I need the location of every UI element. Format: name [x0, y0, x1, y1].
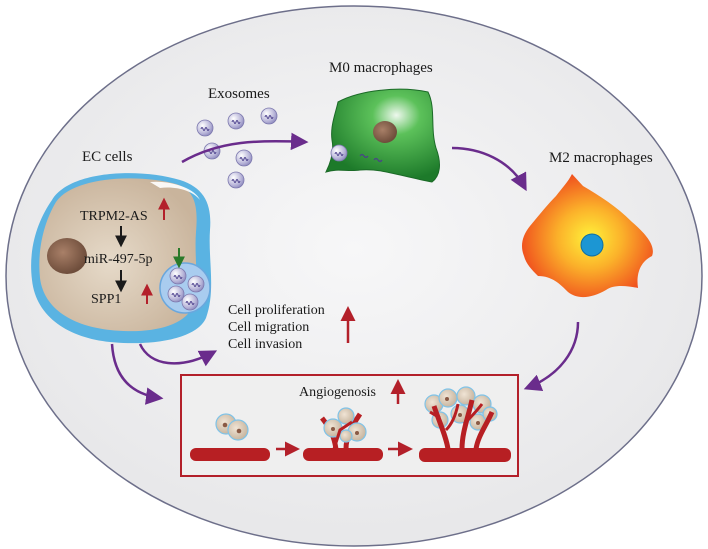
- m2-macrophage: [522, 174, 653, 298]
- mir-label: miR-497-5p: [84, 252, 152, 267]
- ec-cell: [31, 173, 212, 344]
- spp1-label: SPP1: [91, 292, 121, 307]
- m0-nucleus: [373, 121, 397, 143]
- trpm2-label: TRPM2-AS: [80, 209, 148, 224]
- cell-invasion-label: Cell invasion: [228, 337, 302, 352]
- arrow-m0-to-m2: [451, 146, 527, 192]
- cell-migration-label: Cell migration: [228, 320, 309, 335]
- angio-stage-2: [303, 407, 383, 461]
- m0-macrophages-label: M0 macrophages: [329, 60, 433, 76]
- arrow-m2-to-angio: [523, 321, 580, 392]
- angiogenesis-label: Angiogenosis: [299, 385, 376, 400]
- ec-nucleus: [47, 238, 87, 274]
- m2-nucleus: [580, 233, 604, 257]
- ec-cell-body: [39, 178, 197, 332]
- angio-stage-3: [419, 386, 511, 462]
- m0-macrophage: [325, 88, 440, 183]
- arrow-ec-to-angio: [110, 343, 164, 405]
- exosomes-label: Exosomes: [208, 86, 270, 102]
- cell-proliferation-label: Cell proliferation: [228, 303, 325, 318]
- ec-cells-label: EC cells: [82, 149, 133, 165]
- arrow-ec-to-phenotypes: [138, 343, 218, 367]
- m2-macrophages-label: M2 macrophages: [549, 150, 653, 166]
- arrow-ec-to-m0: [181, 132, 309, 164]
- angio-stage-1: [190, 413, 270, 461]
